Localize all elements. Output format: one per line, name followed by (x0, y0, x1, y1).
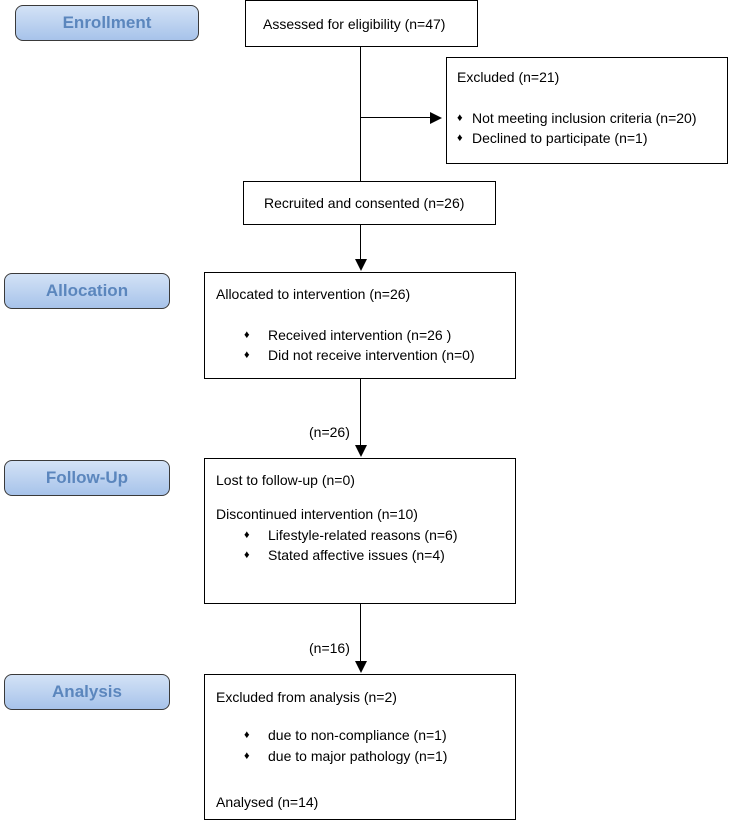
allocated-box: Allocated to intervention (n=26) ♦ Recei… (204, 272, 516, 379)
allocated-item: Did not receive intervention (n=0) (268, 347, 475, 363)
connector-recruited-allocated (360, 225, 361, 259)
analysis-analysed: Analysed (n=14) (216, 794, 319, 810)
followup-item: Stated affective issues (n=4) (268, 547, 445, 563)
bullet-icon: ♦ (244, 529, 250, 541)
bullet-icon: ♦ (244, 549, 250, 561)
arrowhead-to-followup (355, 445, 367, 457)
arrowhead-to-excluded (430, 112, 442, 124)
allocated-item: Received intervention (n=26 ) (268, 327, 452, 343)
excluded-box: Excluded (n=21) ♦ Not meeting inclusion … (446, 57, 728, 164)
allocated-title: Allocated to intervention (n=26) (216, 286, 411, 302)
arrowhead-to-allocated (355, 259, 367, 271)
stage-analysis: Analysis (4, 674, 170, 710)
excluded-item: Declined to participate (n=1) (472, 130, 648, 146)
connector-assessed-recruited (360, 47, 361, 181)
arrowhead-to-analysis (355, 661, 367, 673)
flow-label-followup: (n=16) (309, 640, 350, 656)
stage-allocation: Allocation (4, 273, 170, 309)
analysis-excluded: Excluded from analysis (n=2) (216, 689, 397, 705)
followup-item: Lifestyle-related reasons (n=6) (268, 527, 458, 543)
stage-enrollment: Enrollment (15, 5, 199, 41)
analysis-item: due to major pathology (n=1) (268, 748, 448, 764)
bullet-icon: ♦ (457, 132, 463, 144)
excluded-title: Excluded (n=21) (457, 69, 560, 85)
connector-allocated-followup (360, 379, 361, 445)
flow-label-allocated: (n=26) (309, 424, 350, 440)
recruited-box: Recruited and consented (n=26) (243, 181, 496, 225)
assessed-text: Assessed for eligibility (n=47) (263, 16, 446, 32)
bullet-icon: ♦ (244, 329, 250, 341)
analysis-box: Excluded from analysis (n=2) ♦ due to no… (204, 674, 516, 820)
recruited-text: Recruited and consented (n=26) (264, 195, 465, 211)
stage-follow-up: Follow-Up (4, 460, 170, 496)
followup-discontinued: Discontinued intervention (n=10) (216, 506, 418, 522)
bullet-icon: ♦ (457, 112, 463, 124)
bullet-icon: ♦ (244, 750, 250, 762)
excluded-item: Not meeting inclusion criteria (n=20) (472, 110, 697, 126)
connector-to-excluded (360, 117, 430, 118)
followup-lost: Lost to follow-up (n=0) (216, 472, 355, 488)
connector-followup-analysis (360, 604, 361, 661)
analysis-item: due to non-compliance (n=1) (268, 727, 447, 743)
bullet-icon: ♦ (244, 349, 250, 361)
bullet-icon: ♦ (244, 729, 250, 741)
assessed-box: Assessed for eligibility (n=47) (245, 0, 478, 47)
followup-box: Lost to follow-up (n=0) Discontinued int… (204, 458, 516, 604)
